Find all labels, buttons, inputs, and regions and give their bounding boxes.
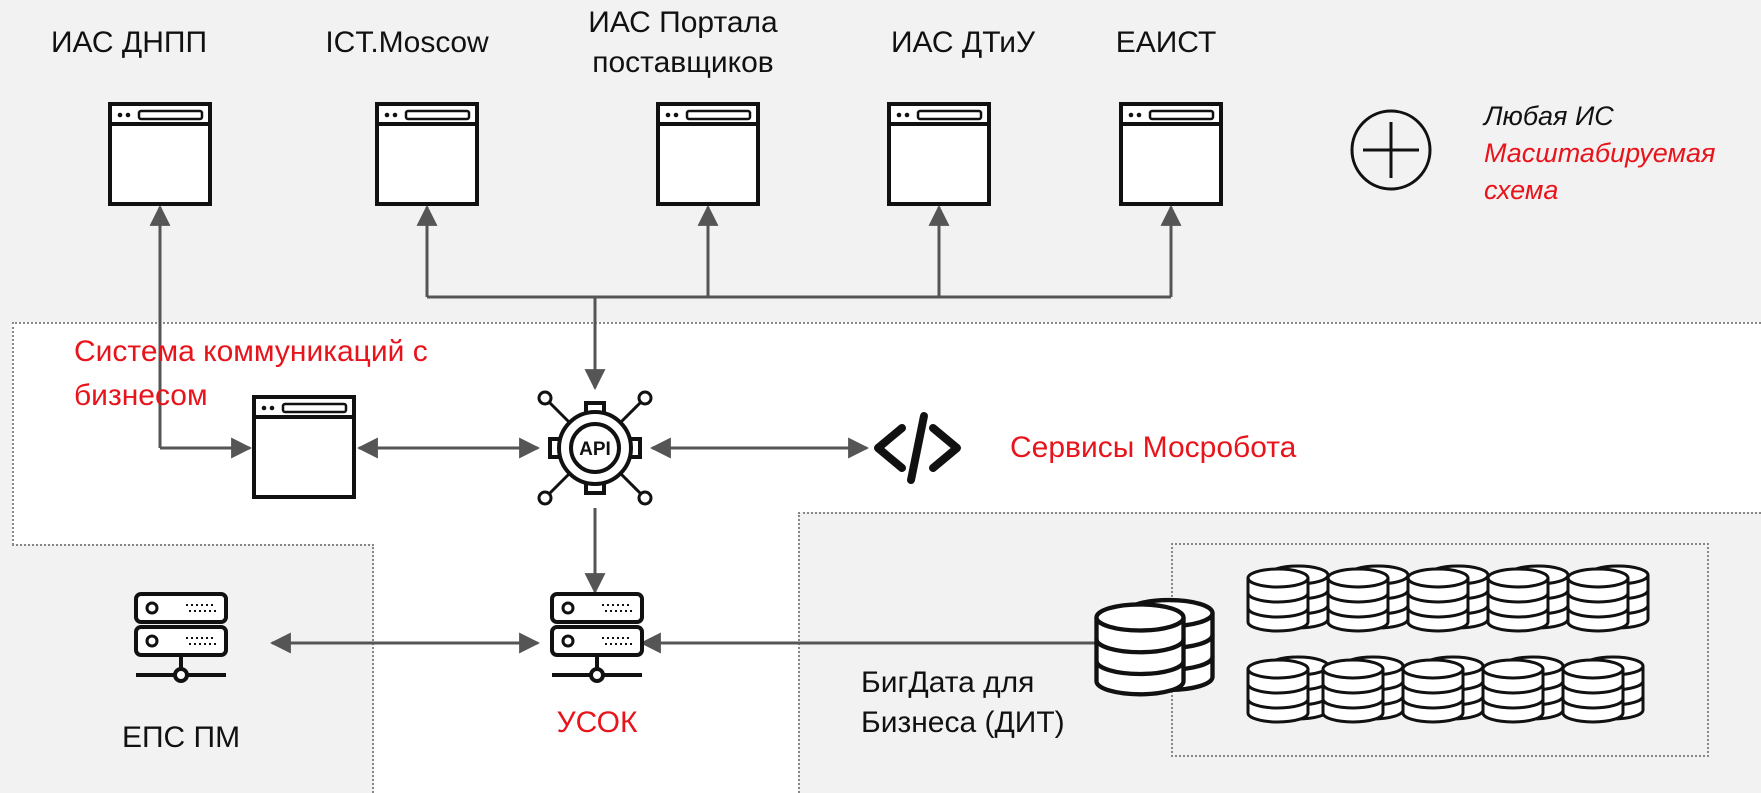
label-eps-pm: ЕПС ПМ: [121, 721, 241, 754]
label-scb-line1: Система коммуникаций с: [74, 335, 428, 368]
label-scheme: схема: [1484, 175, 1559, 205]
label-ict-moscow: ICT.Moscow: [325, 26, 489, 59]
api-gear-icon: API: [537, 390, 653, 506]
plus-circle-icon: [1350, 109, 1432, 191]
api-icon-text: API: [579, 439, 611, 460]
label-ias-dtiu: ИАС ДТиУ: [890, 26, 1036, 59]
label-scb-line2: бизнесом: [74, 379, 208, 412]
label-mosrobot-services: Сервисы Мосробота: [1010, 431, 1297, 464]
window-icon-ias-dnpp: [108, 102, 212, 206]
window-icon-ias-portal: [656, 102, 760, 206]
label-ias-portal: ИАС Портала поставщиков: [588, 6, 778, 79]
label-bigdata-line2: Бизнеса (ДИТ): [861, 706, 1065, 739]
window-icon-ias-dtiu: [887, 102, 991, 206]
eps-pm-zone: [12, 544, 374, 793]
database-icon-bigdata: [1097, 600, 1213, 694]
window-icon-eaist: [1119, 102, 1223, 206]
label-eaist: ЕАИСТ: [1115, 26, 1217, 59]
code-icon: [874, 412, 961, 484]
database-grid: [1248, 566, 1648, 722]
server-icon-usok: [550, 592, 644, 683]
label-any-is: Любая ИС: [1484, 101, 1614, 131]
label-bigdata-line1: БигДата для: [861, 666, 1035, 699]
window-icon-ict-moscow: [375, 102, 479, 206]
server-icon-eps-pm: [134, 592, 228, 683]
label-ias-dnpp: ИАС ДНПП: [50, 26, 208, 59]
label-usok: УСОК: [556, 706, 638, 739]
label-scalable: Масштабируемая: [1484, 138, 1716, 168]
window-icon-scb: [252, 395, 356, 499]
connector-lines: [149, 204, 1182, 654]
